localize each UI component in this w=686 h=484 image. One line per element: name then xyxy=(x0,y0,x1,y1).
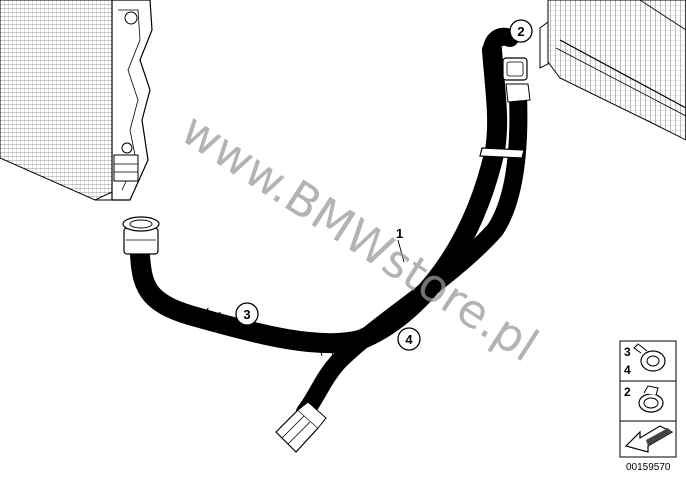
drawing-number: 00159570 xyxy=(626,462,671,473)
coolant-hose-assembly xyxy=(122,27,531,453)
left-radiator xyxy=(0,0,153,201)
callout-part-4-label: 4 xyxy=(405,332,413,347)
legend-row2: 2 xyxy=(624,385,631,399)
callout-part-4: 4 xyxy=(397,327,421,351)
parts-legend: 3 4 2 00159570 xyxy=(619,340,677,473)
callout-part-2-label: 2 xyxy=(517,24,524,39)
callout-part-3: 3 xyxy=(235,302,259,326)
lower-hose-connector xyxy=(275,401,327,453)
arrow-icon xyxy=(624,425,674,453)
right-radiator xyxy=(539,0,686,141)
callout-part-1: 1 xyxy=(396,226,403,241)
legend-row1-bottom: 4 xyxy=(624,363,631,377)
legend-row1-top: 3 xyxy=(624,345,631,359)
callout-part-3-label: 3 xyxy=(243,307,250,322)
left-hose-connector xyxy=(122,216,160,255)
hose-clamp-icon xyxy=(633,343,666,372)
callout-part-2: 2 xyxy=(509,19,533,43)
spring-clip-icon xyxy=(638,385,664,413)
